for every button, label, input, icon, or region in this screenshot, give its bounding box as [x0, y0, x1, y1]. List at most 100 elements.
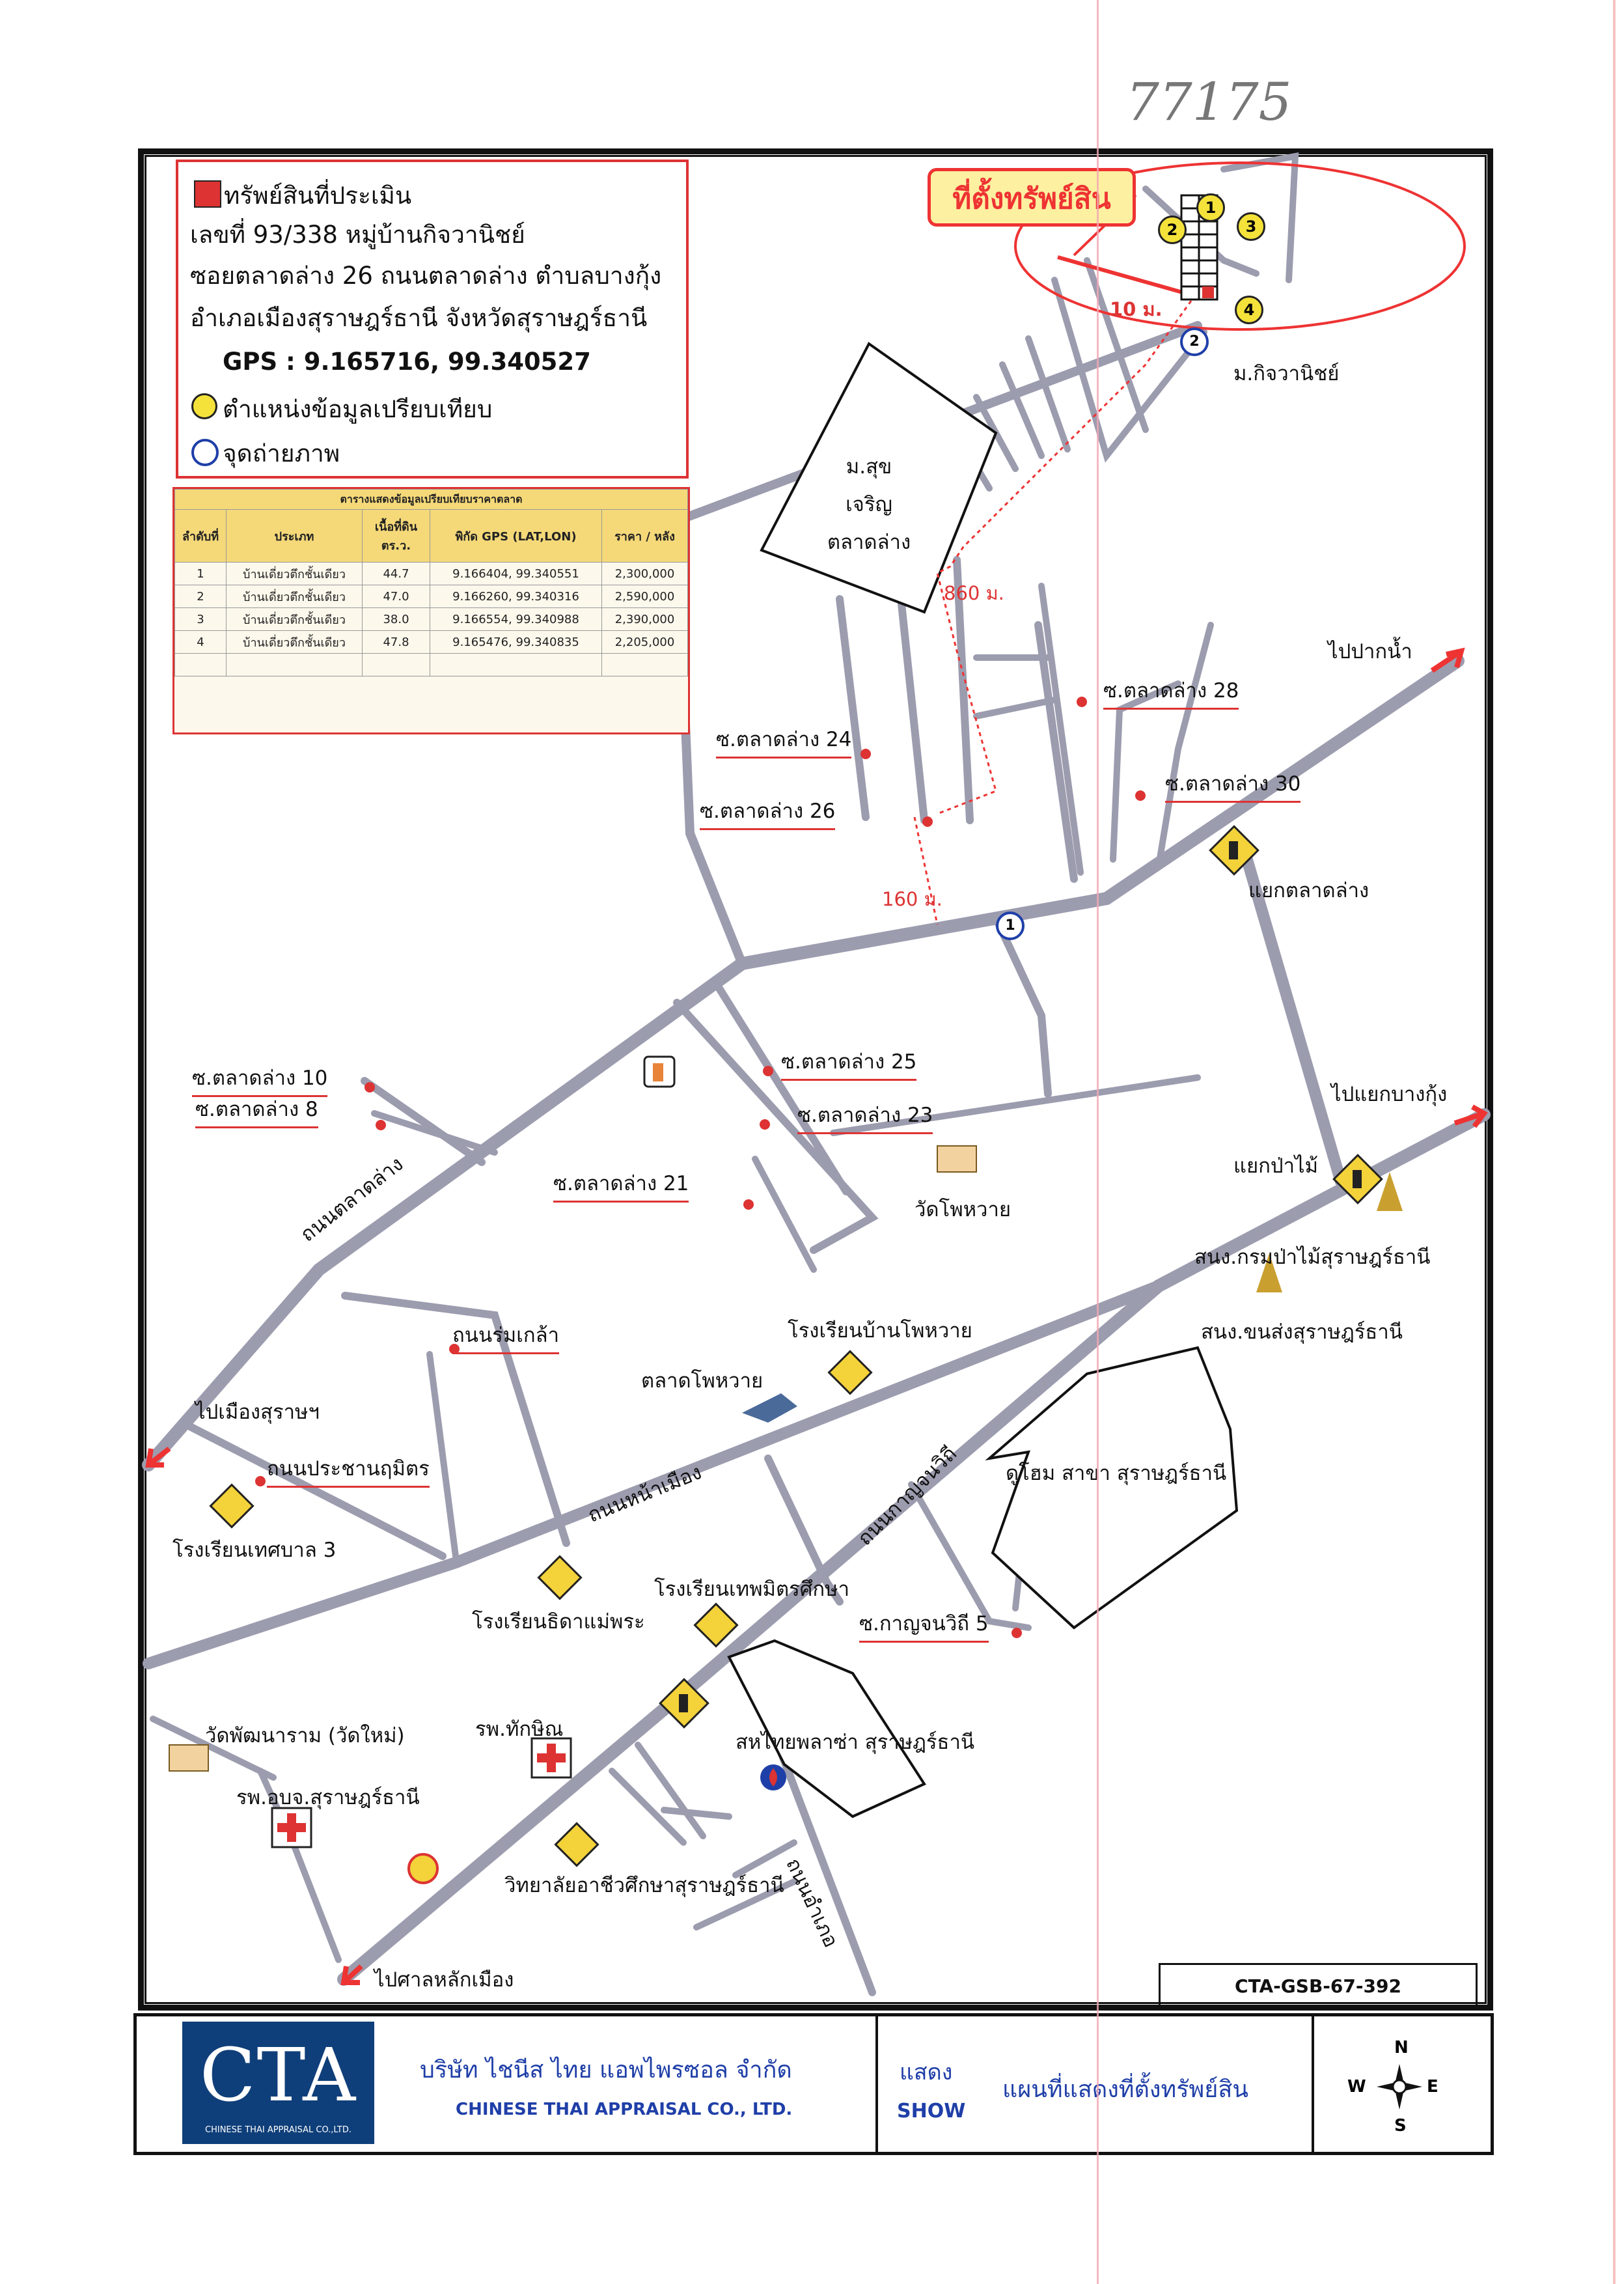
cell: 2,205,000 [601, 630, 688, 654]
subject-ellipse [1014, 161, 1466, 331]
label-school-thida: โรงเรียนธิดาแม่พระ [472, 1610, 645, 1634]
col-header: พิกัด GPS (LAT,LON) [430, 509, 602, 563]
subject-callout: ที่ตั้งทรัพย์สิน [928, 168, 1136, 227]
cell: 3 [174, 607, 227, 631]
label-soi28: ซ.ตลาดล่าง 28 [1103, 674, 1239, 710]
marker-number: 2 [1166, 221, 1178, 239]
label-wat-phatthana: วัดพัฒนาราม (วัดใหม่) [205, 1724, 405, 1748]
comparable-marker-1: 1 [1196, 193, 1225, 222]
marker-number: 2 [1189, 333, 1200, 350]
legend-address-1: เลขที่ 93/338 หมู่บ้านกิจวานิชย์ [190, 221, 525, 249]
logo-text: CTA [199, 2033, 357, 2118]
cell: 1 [174, 562, 227, 585]
compass-w: W [1347, 2077, 1366, 2096]
photo-point-2: 2 [1180, 327, 1209, 356]
table-caption: ตารางแสดงข้อมูลเปรียบเทียบราคาตลาด [174, 489, 688, 510]
label-market-phowai: ตลาดโพหวาย [641, 1369, 764, 1393]
marker-number: 3 [1245, 217, 1257, 236]
label-school-phowai: โรงเรียนบ้านโพหวาย [788, 1319, 972, 1343]
label-transport: สนง.ขนส่งสุราษฎร์ธานี [1201, 1320, 1403, 1344]
cell: 9.166260, 99.340316 [430, 585, 602, 608]
hospital-icons [271, 1737, 572, 1848]
compass-icon: N S W E [1347, 2038, 1438, 2136]
cell: 4 [174, 630, 227, 654]
cell: บ้านเดี่ยวตึกชั้นเดียว [226, 607, 363, 631]
col-header: ประเภท [226, 509, 363, 563]
company-en: CHINESE THAI APPRAISAL CO., LTD. [456, 2100, 793, 2119]
footer-divider [875, 2015, 878, 2153]
label-to-muang: ไปเมืองสุราษฯ [195, 1400, 320, 1424]
label-to-bangkung: ไปแยกบางกุ้ง [1331, 1083, 1448, 1106]
distance-860m: 860 ม. [944, 582, 1004, 604]
marker-number: 1 [1205, 199, 1217, 217]
label-school-thepmit: โรงเรียนเทพมิตรศึกษา [654, 1578, 850, 1601]
cell: 9.165476, 99.340835 [430, 630, 602, 654]
company-th: บริษัท ไชนีส ไทย แอพไพรซอล จำกัด [420, 2057, 792, 2083]
label-soi24: ซ.ตลาดล่าง 24 [716, 723, 852, 759]
subject-parcel [1202, 286, 1214, 298]
label-college: วิทยาลัยอาชีวศึกษาสุราษฎร์ธานี [504, 1874, 784, 1897]
direction-arrows [145, 647, 1488, 1985]
marker-number: 1 [1005, 917, 1015, 934]
label-forestry: สนง.กรมป่าไม้สุราษฎร์ธานี [1194, 1246, 1431, 1269]
label-soi30: ซ.ตลาดล่าง 30 [1165, 767, 1301, 803]
soi-dots [255, 697, 1146, 1638]
marker-number: 4 [1243, 301, 1255, 319]
col-header: ลำดับที่ [174, 509, 227, 563]
dohome-outline [985, 1346, 1239, 1630]
comparison-table: ตารางแสดงข้อมูลเปรียบเทียบราคาตลาด ลำดับ… [172, 487, 690, 734]
show-en: SHOW [897, 2100, 966, 2123]
distance-160m: 160 ม. [882, 888, 943, 910]
school-signs [209, 1350, 873, 1867]
cell: 2,590,000 [601, 585, 688, 608]
label-soi23: ซ.ตลาดล่าง 23 [797, 1098, 933, 1134]
cell: 2 [174, 585, 227, 608]
cell: 47.8 [362, 630, 430, 654]
reference-code: CTA-GSB-67-392 [1159, 1963, 1478, 2007]
legend-subject: ทรัพย์สินที่ประเมิน [224, 182, 412, 210]
label-hosp-thaksin: รพ.ทักษิณ [475, 1718, 564, 1741]
compass-rose [1377, 2064, 1422, 2110]
compass-n: N [1394, 2038, 1409, 2057]
distance-10m: 10 ม. [1110, 298, 1163, 320]
footer-divider [1312, 2015, 1314, 2153]
label-dohome: ดูโฮม สาขา สุราษฎร์ธานี [1006, 1462, 1227, 1485]
legend-address-2: ซอยตลาดล่าง 26 ถนนตลาดล่าง ตำบลบางกุ้ง [190, 262, 662, 290]
label-soi-kanchana5: ซ.กาญจนวิถี 5 [859, 1607, 989, 1643]
show-th: แสดง [900, 2059, 953, 2085]
traffic-lights [659, 825, 1383, 1729]
legend-box: ทรัพย์สินที่ประเมิน เลขที่ 93/338 หมู่บ้… [176, 160, 689, 479]
legend-comparable: ตำแหน่งข้อมูลเปรียบเทียบ [223, 395, 493, 423]
label-soi25: ซ.ตลาดล่าง 25 [781, 1045, 917, 1081]
cell: 9.166554, 99.340988 [430, 607, 602, 631]
cell: 44.7 [362, 562, 430, 585]
cell: 38.0 [362, 607, 430, 631]
table-row-empty [174, 653, 688, 676]
label-soi8: ซ.ตลาดล่าง 8 [195, 1093, 318, 1128]
sukcharoen-outline [760, 342, 998, 614]
compass-e: E [1427, 2077, 1438, 2096]
label-sahathai: สหไทยพลาซ่า สุราษฎร์ธานี [736, 1731, 975, 1754]
label-soi21: ซ.ตลาดล่าง 21 [553, 1167, 689, 1203]
cell: 2,390,000 [601, 607, 688, 631]
cell: 2,300,000 [601, 562, 688, 585]
comparable-legend-icon [191, 393, 217, 419]
map-inner-border [145, 155, 1487, 2004]
cell: บ้านเดี่ยวตึกชั้นเดียว [226, 630, 363, 654]
logo-sub: CHINESE THAI APPRAISAL CO.,LTD. [205, 2125, 351, 2135]
label-wat-phowai: วัดโพหวาย [915, 1198, 1012, 1221]
scan-margin-line [1097, 0, 1099, 2284]
road-namuang [143, 1280, 1164, 1669]
comparable-marker-2: 2 [1158, 216, 1187, 244]
subject-swatch [194, 180, 221, 208]
footer-title: แผนที่แสดงที่ตั้งทรัพย์สิน [1002, 2076, 1248, 2103]
main-road-diagonal [337, 1108, 1491, 1986]
camera-legend-icon [191, 439, 219, 466]
col-header: เนื้อที่ดิน ตร.ว. [362, 509, 430, 563]
scan-edge-line [1613, 0, 1616, 2284]
handwritten-id: 77175 [1126, 72, 1292, 132]
label-school-tesaban: โรงเรียนเทศบาล 3 [172, 1539, 337, 1562]
